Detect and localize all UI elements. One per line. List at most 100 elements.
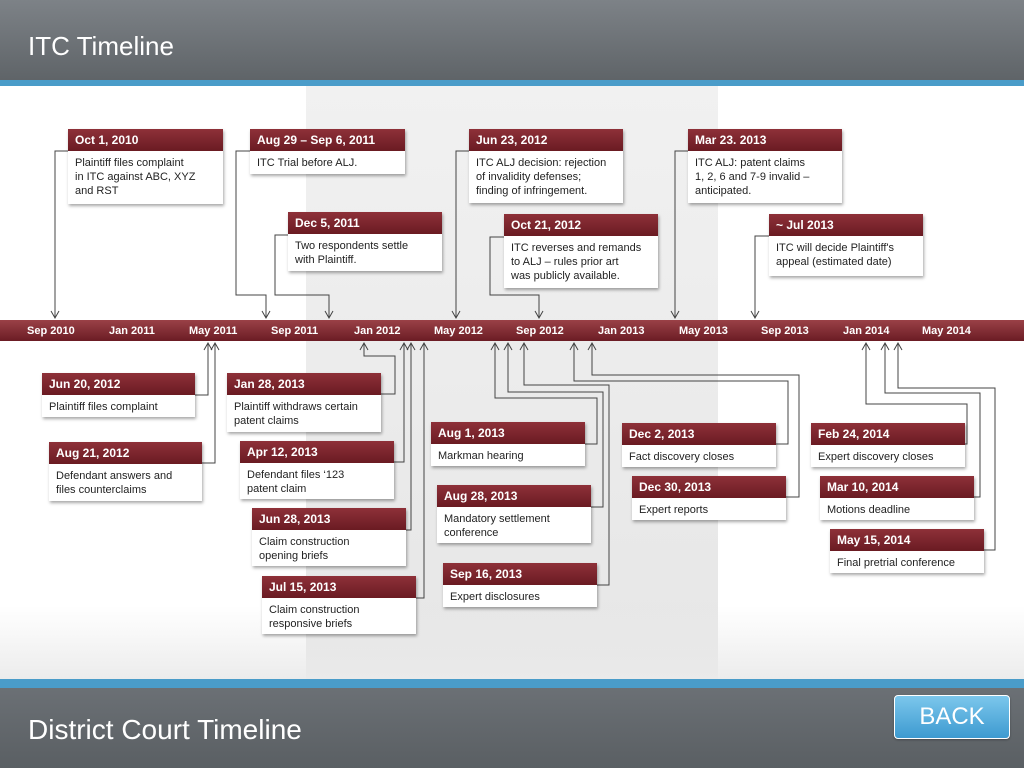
arrow-head-icon [503, 341, 513, 351]
axis-tick: May 2014 [922, 325, 971, 337]
itc-event-box: Jun 23, 2012 ITC ALJ decision: rejection… [469, 129, 623, 203]
arrow-head-icon [406, 341, 416, 351]
event-description: Expert discovery closes [818, 451, 934, 463]
axis-tick: Sep 2012 [516, 325, 564, 337]
event-description: Expert reports [639, 504, 709, 516]
district-event-box: Aug 1, 2013 Markman hearing [431, 422, 585, 466]
connector-line [573, 343, 789, 445]
event-date: Aug 1, 2013 [431, 422, 585, 444]
event-description: Markman hearing [438, 450, 524, 462]
event-date: Aug 28, 2013 [437, 485, 591, 507]
event-date: Mar 23. 2013 [688, 129, 842, 151]
connector-line [394, 343, 405, 463]
connector-line [195, 343, 209, 396]
event-date: ~ Jul 2013 [769, 214, 923, 236]
event-description: Plaintiff withdraws certain patent claim… [234, 401, 358, 427]
connector-line [406, 343, 412, 531]
event-date: Jan 28, 2013 [227, 373, 381, 395]
arrow-head-icon [587, 341, 597, 351]
itc-event-box: Dec 5, 2011 Two respondents settle with … [288, 212, 442, 271]
connector-line [455, 150, 469, 318]
connector-line [235, 150, 267, 318]
itc-event-box: Oct 21, 2012 ITC reverses and remands to… [504, 214, 658, 288]
arrow-head-icon [519, 341, 529, 351]
arrow-head-icon [210, 341, 220, 351]
event-description: Defendant answers and files counterclaim… [56, 470, 173, 496]
event-date: Aug 21, 2012 [49, 442, 202, 464]
itc-event-box: Aug 29 – Sep 6, 2011 ITC Trial before AL… [250, 129, 405, 174]
event-date: Oct 1, 2010 [68, 129, 223, 151]
event-description: ITC will decide Plaintiff's appeal (esti… [776, 242, 895, 268]
district-event-box: Mar 10, 2014 Motions deadline [820, 476, 974, 520]
district-event-box: Aug 28, 2013 Mandatory settlement confer… [437, 485, 591, 543]
arrow-head-icon [490, 341, 500, 351]
timeline-axis [0, 320, 1024, 341]
arrow-head-icon [569, 341, 579, 351]
district-event-box: Sep 16, 2013 Expert disclosures [443, 563, 597, 607]
event-description: ITC ALJ: patent claims 1, 2, 6 and 7-9 i… [695, 157, 810, 197]
event-date: May 15, 2014 [830, 529, 984, 551]
district-event-box: May 15, 2014 Final pretrial conference [830, 529, 984, 573]
arrow-head-icon [880, 341, 890, 351]
arrow-head-icon [893, 341, 903, 351]
event-date: Oct 21, 2012 [504, 214, 658, 236]
district-event-box: Feb 24, 2014 Expert discovery closes [811, 423, 965, 467]
event-date: Sep 16, 2013 [443, 563, 597, 585]
event-description: Claim construction opening briefs [259, 536, 350, 562]
event-date: Dec 30, 2013 [632, 476, 786, 498]
connector-line [416, 343, 425, 599]
event-description: ITC reverses and remands to ALJ – rules … [511, 242, 642, 282]
connector-line [884, 343, 981, 498]
itc-event-box: ~ Jul 2013 ITC will decide Plaintiff's a… [769, 214, 923, 276]
event-description: Defendant files ‘123 patent claim [247, 469, 345, 495]
event-description: Motions deadline [827, 504, 911, 516]
arrow-head-icon [261, 310, 271, 320]
event-description: Final pretrial conference [837, 557, 956, 569]
itc-header: ITC Timeline [0, 0, 1024, 80]
arrow-head-icon [324, 310, 334, 320]
arrow-head-icon [399, 341, 409, 351]
event-description: Mandatory settlement conference [444, 513, 550, 539]
district-event-box: Dec 2, 2013 Fact discovery closes [622, 423, 776, 467]
axis-tick: Jan 2014 [843, 325, 890, 337]
event-description: Claim construction responsive briefs [269, 604, 360, 630]
connector-line [897, 343, 996, 551]
district-court-title: District Court Timeline [28, 714, 302, 745]
connector-line [591, 343, 800, 498]
arrow-head-icon [451, 310, 461, 320]
event-description: Two respondents settle with Plaintiff. [295, 240, 409, 266]
connector-line [754, 235, 769, 318]
bottom-fade [0, 606, 1024, 679]
footer-accent-stripe [0, 679, 1024, 688]
arrow-head-icon [861, 341, 871, 351]
event-date: Apr 12, 2013 [240, 441, 394, 463]
event-date: Jun 23, 2012 [469, 129, 623, 151]
connector-line [674, 150, 688, 318]
page-title: ITC Timeline [28, 31, 174, 61]
itc-event-box: Mar 23. 2013 ITC ALJ: patent claims 1, 2… [688, 129, 842, 203]
connector-line [363, 343, 396, 395]
connector-line [494, 343, 598, 445]
connector-line [54, 150, 68, 318]
arrow-head-icon [534, 310, 544, 320]
connector-line [274, 234, 330, 318]
arrow-head-icon [750, 310, 760, 320]
header-accent-stripe [0, 80, 1024, 86]
event-date: Dec 2, 2013 [622, 423, 776, 445]
arrow-head-icon [203, 341, 213, 351]
axis-tick: May 2013 [679, 325, 728, 337]
arrow-head-icon [50, 310, 60, 320]
district-event-box: Jul 15, 2013 Claim construction responsi… [262, 576, 416, 634]
connector-line [865, 343, 968, 445]
event-date: Jun 20, 2012 [42, 373, 195, 395]
connector-line [489, 236, 540, 318]
district-event-box: Jun 28, 2013 Claim construction opening … [252, 508, 406, 566]
event-date: Aug 29 – Sep 6, 2011 [250, 129, 405, 151]
axis-tick: Jan 2011 [109, 325, 155, 337]
event-date: Dec 5, 2011 [288, 212, 442, 234]
back-button[interactable]: BACK [894, 695, 1010, 739]
event-description: Plaintiff files complaint [49, 401, 158, 413]
connector-line [202, 343, 216, 464]
connector-line [507, 343, 604, 508]
event-description: Plaintiff files complaint in ITC against… [75, 157, 196, 197]
